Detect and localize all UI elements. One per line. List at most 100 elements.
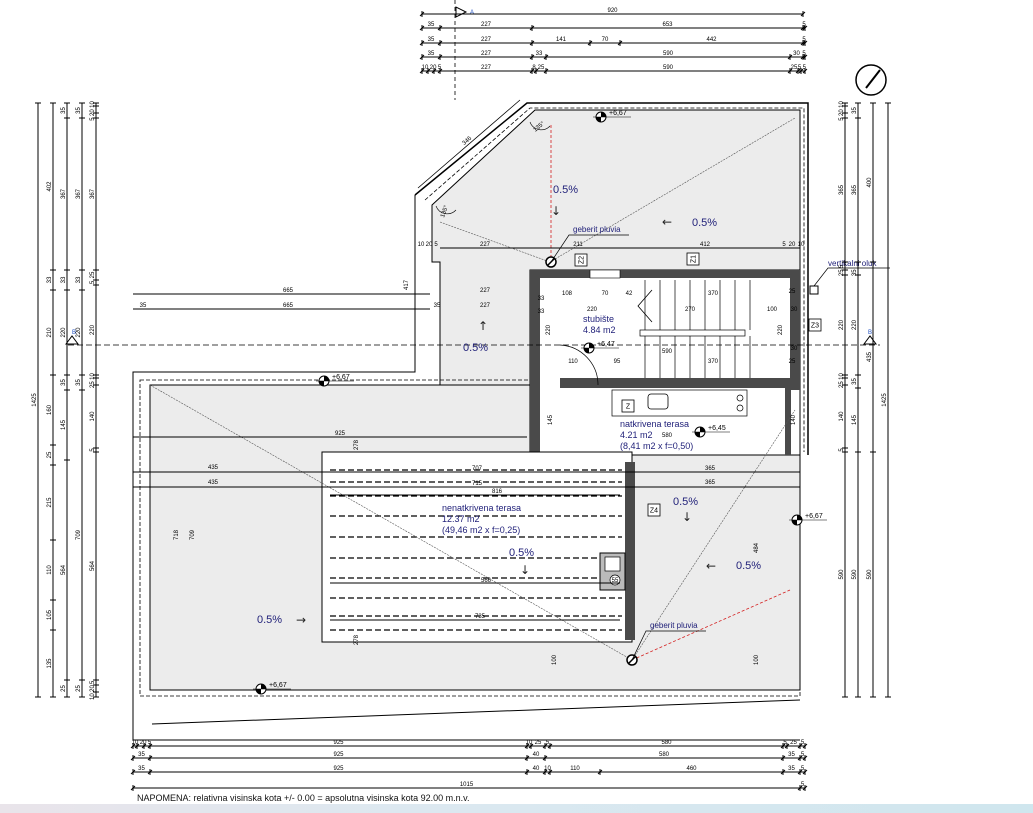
dimension-label: 367 [90, 188, 96, 199]
ridge-line [631, 409, 796, 661]
dimension-label: 278 [354, 439, 360, 450]
window-opening [589, 269, 621, 279]
dimension-label: 110 [570, 766, 580, 772]
wall-mid [560, 378, 800, 388]
elevation-label: +6,67 [805, 513, 823, 520]
dimension-label: 5 [90, 280, 96, 284]
dimension-label: 816 [492, 489, 503, 495]
dimension-label: 35 [428, 22, 435, 28]
zone-label: Z [626, 404, 631, 411]
dimension-label: 278 [354, 634, 360, 645]
inner-parapet-dashed [424, 107, 805, 452]
diagonal-dimension-line [417, 99, 521, 189]
elevation-label: +6,47 [597, 341, 615, 348]
dimension-label: 35 [428, 51, 435, 57]
wall-lower-right [785, 388, 791, 455]
dimension-label: 460 [686, 766, 697, 772]
dimension-label: 140 [839, 411, 845, 422]
dimension-label: 35 [138, 766, 145, 772]
room-calc: (49,46 m2 x f=0,25) [442, 525, 520, 535]
dimension-label: 5 [90, 680, 96, 684]
dimension-label: 5 [148, 740, 152, 746]
dimension-label: 590 [839, 569, 845, 580]
dimension-label: 220 [61, 327, 67, 338]
dimension-label: 25 [789, 289, 796, 295]
dimension-label: 590 [663, 51, 674, 57]
dimension-label: 25 [76, 685, 82, 692]
dimension-label: 35 [428, 37, 435, 43]
section-b-label: B [868, 330, 872, 336]
dimension-label: 30 [791, 307, 798, 313]
dimension-label: 141 [556, 37, 567, 43]
sink-icon [647, 393, 669, 410]
dimension-label: 925 [333, 766, 344, 772]
dimension-label: 33 [47, 276, 53, 283]
dimension-label: 709 [76, 529, 82, 540]
outer-parapet-upper [132, 195, 800, 741]
footer-bar [0, 804, 1033, 813]
dimension-label: 925 [333, 740, 344, 746]
dimension-label: 145 [61, 419, 67, 430]
elevation-label: +6,67 [609, 110, 627, 117]
dimension-label: 580 [661, 740, 672, 746]
dimension-label: 653 [662, 22, 673, 28]
shower-tray [604, 556, 621, 572]
dimension-label: 590 [663, 65, 674, 71]
dimension-label: 35 [852, 269, 858, 276]
dimension-label: 566 [481, 578, 492, 584]
dimension-label: 1015 [460, 782, 474, 788]
dimension-label: 100 [754, 654, 760, 665]
dimension-label: 35 [852, 107, 858, 114]
dimension-label: 25 [789, 359, 796, 365]
drain-line [631, 589, 791, 661]
dimension-label: 370 [708, 359, 719, 365]
dimension-label: 417 [404, 279, 410, 290]
fixture-label: 55 [612, 578, 619, 584]
dimension-label: 718 [174, 529, 180, 540]
dimension-label: 35 [788, 752, 795, 758]
dimension-label: 25 [47, 451, 53, 458]
room-name: natkrivena terasa [620, 419, 689, 429]
dimension-label: 35 [76, 379, 82, 386]
dimension-label: 10 [544, 766, 551, 772]
dimension-label: 1425 [32, 393, 38, 407]
dimension-label: 5 [839, 448, 845, 452]
dimension-label: 95 [614, 359, 621, 365]
dimension-label: 140 [90, 411, 96, 422]
dimension-label: 25 [839, 269, 845, 276]
dimension-label: 5 [839, 264, 845, 268]
dimension-label: 10 [839, 101, 845, 108]
dimension-label: 5 [90, 448, 96, 452]
angle-arc [435, 205, 457, 215]
dimension-label: 665 [283, 288, 294, 294]
section-b-label: B [72, 330, 76, 336]
dimension-label: 367 [61, 188, 67, 199]
dimension-label: 220 [839, 319, 845, 330]
slope-arrow-icon: ← [662, 215, 672, 229]
dimension-label: 580 [659, 752, 670, 758]
angle-label: 135° [440, 204, 450, 218]
room-name: nenatkrivena terasa [442, 503, 521, 513]
dimension-label: 35 [434, 303, 441, 309]
cooktop-icon [736, 394, 744, 402]
dimension-label: 442 [706, 37, 717, 43]
zone-marker [686, 252, 700, 266]
dimension-label: 925 [335, 431, 346, 437]
dimension-label: 365 [852, 184, 858, 195]
dimension-label: 227 [480, 288, 491, 294]
dimension-label: 370 [708, 291, 719, 297]
dimension-label: 5 [90, 117, 96, 121]
slope-label: 0.5% [257, 614, 282, 626]
elevation-label: +6,67 [332, 374, 350, 381]
dimension-label: 920 [607, 8, 618, 14]
dimension-label: 33 [76, 276, 82, 283]
dimension-label: 42 [626, 291, 633, 297]
dimension-label: 40 [533, 766, 540, 772]
terrace-wall [625, 462, 635, 640]
dimension-label: 25 [61, 685, 67, 692]
dimension-label: 365 [705, 466, 716, 472]
dimension-label: 715 [472, 481, 483, 487]
drain-leader [631, 630, 706, 661]
dimension-label: 140 [791, 414, 797, 425]
